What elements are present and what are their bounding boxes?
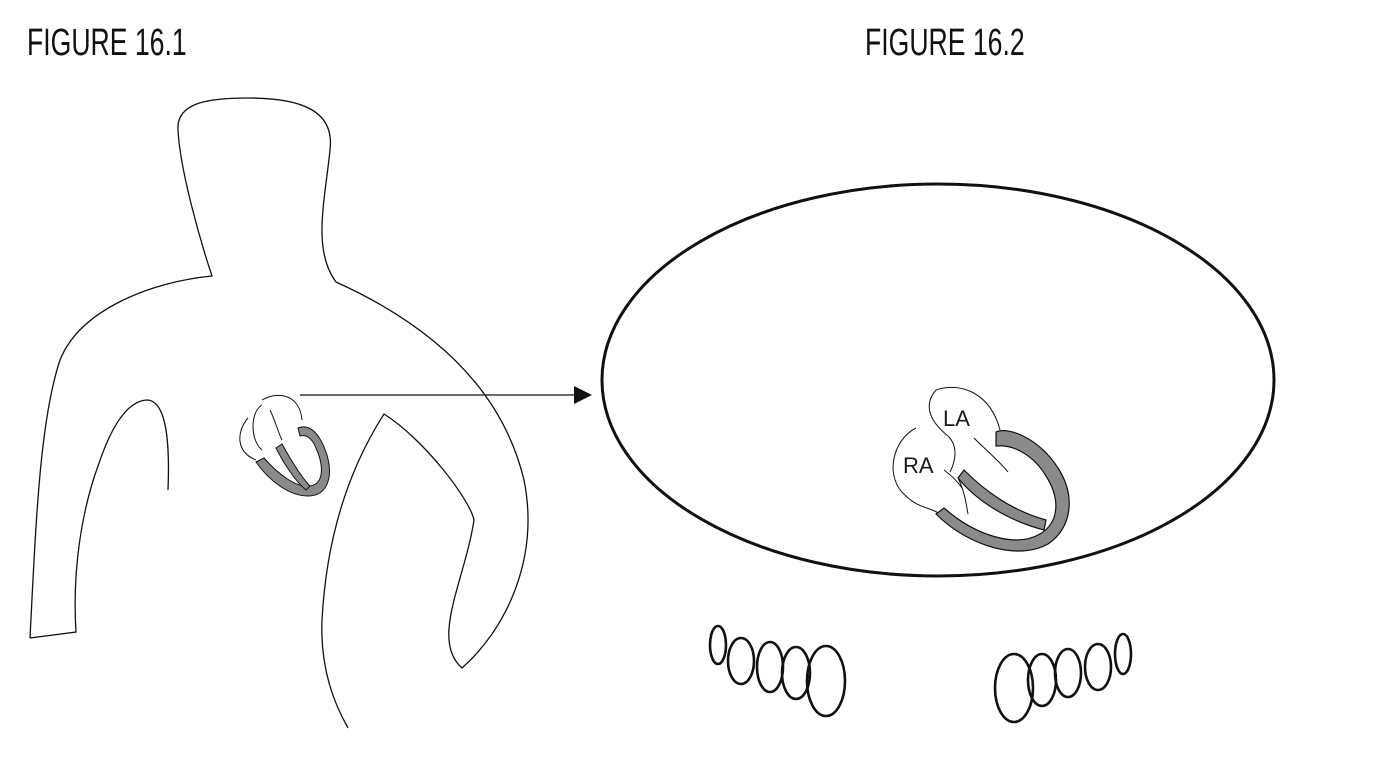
figure-16-2-title: FIGURE 16.2 xyxy=(865,22,1025,64)
coil-loops-right xyxy=(993,632,1133,724)
small-heart xyxy=(239,394,303,461)
coil-loops-left xyxy=(708,624,847,718)
heart-septum xyxy=(957,469,1047,531)
body-silhouette-outline xyxy=(29,97,529,729)
zoom-arrow-head xyxy=(574,386,592,404)
figure-16-1-title: FIGURE 16.1 xyxy=(27,22,187,64)
heart-myocardium xyxy=(935,430,1070,552)
label-right-atrium: RA xyxy=(903,453,934,478)
label-left-atrium: LA xyxy=(943,406,970,431)
view-ellipse xyxy=(600,182,1276,578)
small-heart-myocardium xyxy=(255,426,330,497)
heart-atria-outlines xyxy=(892,386,1009,515)
small-heart-septum xyxy=(275,443,311,491)
